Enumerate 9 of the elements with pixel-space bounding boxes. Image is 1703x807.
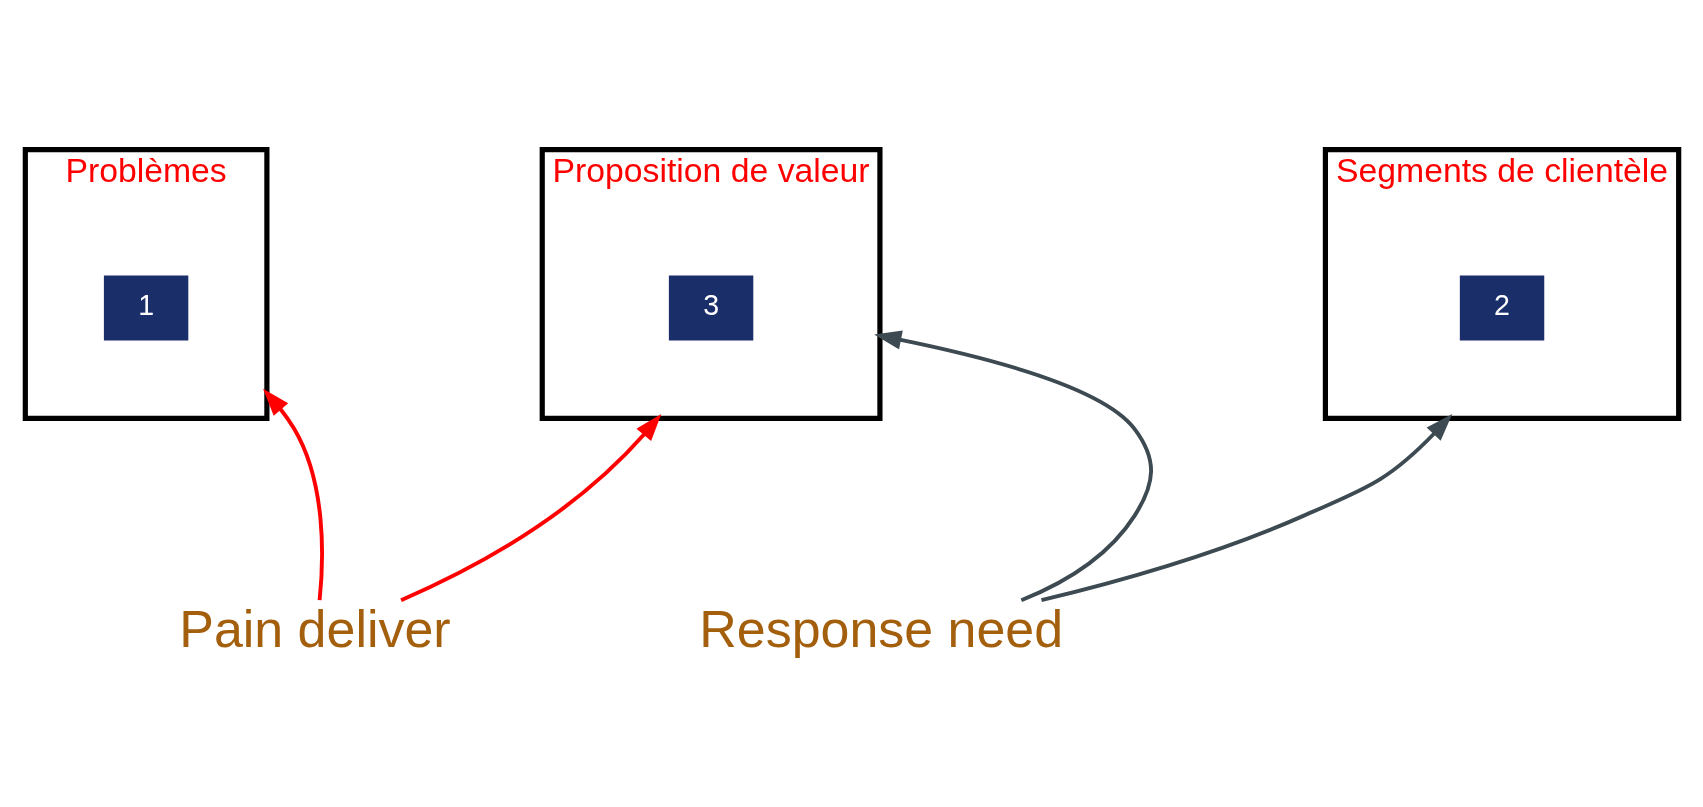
arrow <box>1040 414 1452 603</box>
arrow <box>399 413 661 602</box>
node-text: Pain deliver <box>178 600 451 659</box>
node-box: 1 <box>103 275 188 341</box>
node-box: 3 <box>668 275 753 341</box>
node-box: 2 <box>1459 275 1544 341</box>
node-text: Response need <box>698 600 1063 659</box>
arrow <box>873 330 1153 602</box>
arrow <box>262 388 324 601</box>
